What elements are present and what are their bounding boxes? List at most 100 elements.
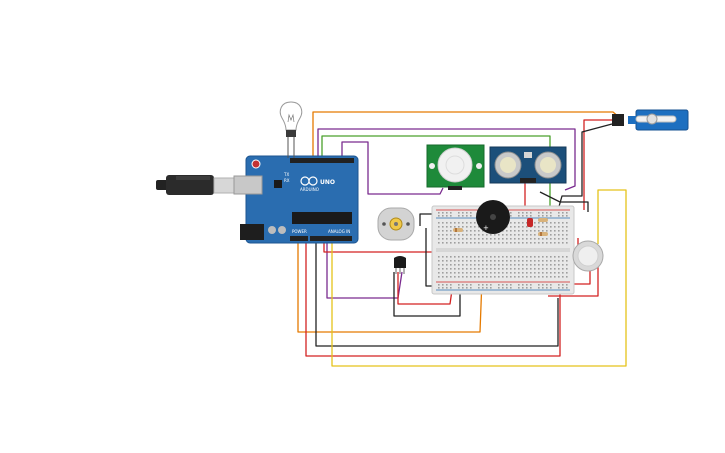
breadboard-hole[interactable] xyxy=(446,264,448,266)
breadboard-hole[interactable] xyxy=(538,272,540,274)
breadboard-hole[interactable] xyxy=(442,242,444,244)
breadboard-hole[interactable] xyxy=(474,276,476,278)
breadboard-hole[interactable] xyxy=(542,256,544,258)
breadboard-hole[interactable] xyxy=(538,260,540,262)
breadboard-hole[interactable] xyxy=(522,238,524,240)
breadboard-hole[interactable] xyxy=(506,234,508,236)
breadboard-hole[interactable] xyxy=(566,260,568,262)
breadboard-rail-hole[interactable] xyxy=(522,284,524,286)
breadboard-hole[interactable] xyxy=(450,226,452,228)
breadboard-hole[interactable] xyxy=(458,272,460,274)
breadboard-hole[interactable] xyxy=(542,272,544,274)
breadboard-hole[interactable] xyxy=(446,222,448,224)
breadboard-rail-hole[interactable] xyxy=(466,215,468,217)
breadboard-rail-hole[interactable] xyxy=(538,284,540,286)
breadboard-hole[interactable] xyxy=(526,268,528,270)
breadboard-hole[interactable] xyxy=(458,222,460,224)
resistor-3[interactable] xyxy=(538,218,548,222)
wire-black-servo[interactable] xyxy=(557,123,613,211)
breadboard-rail-hole[interactable] xyxy=(462,212,464,214)
breadboard-hole[interactable] xyxy=(462,238,464,240)
breadboard-hole[interactable] xyxy=(506,230,508,232)
breadboard-hole[interactable] xyxy=(550,268,552,270)
breadboard-hole[interactable] xyxy=(514,260,516,262)
breadboard-hole[interactable] xyxy=(566,256,568,258)
breadboard-hole[interactable] xyxy=(538,230,540,232)
breadboard-hole[interactable] xyxy=(470,222,472,224)
breadboard-hole[interactable] xyxy=(534,222,536,224)
breadboard-hole[interactable] xyxy=(510,260,512,262)
breadboard-hole[interactable] xyxy=(510,238,512,240)
breadboard-hole[interactable] xyxy=(498,234,500,236)
breadboard-hole[interactable] xyxy=(534,234,536,236)
breadboard-rail-hole[interactable] xyxy=(450,215,452,217)
breadboard-hole[interactable] xyxy=(474,230,476,232)
breadboard-hole[interactable] xyxy=(490,242,492,244)
breadboard-hole[interactable] xyxy=(486,276,488,278)
breadboard-hole[interactable] xyxy=(522,264,524,266)
breadboard-hole[interactable] xyxy=(442,226,444,228)
breadboard-hole[interactable] xyxy=(558,268,560,270)
breadboard-hole[interactable] xyxy=(510,234,512,236)
breadboard-hole[interactable] xyxy=(562,256,564,258)
breadboard-hole[interactable] xyxy=(474,272,476,274)
breadboard-hole[interactable] xyxy=(474,268,476,270)
breadboard-hole[interactable] xyxy=(478,226,480,228)
breadboard-rail-hole[interactable] xyxy=(546,284,548,286)
breadboard-hole[interactable] xyxy=(558,276,560,278)
breadboard-rail-hole[interactable] xyxy=(538,287,540,289)
breadboard-rail-hole[interactable] xyxy=(486,284,488,286)
breadboard-hole[interactable] xyxy=(562,276,564,278)
breadboard-hole[interactable] xyxy=(534,272,536,274)
breadboard-hole[interactable] xyxy=(530,272,532,274)
wire-red-main[interactable] xyxy=(305,242,561,357)
breadboard-rail-hole[interactable] xyxy=(470,284,472,286)
breadboard-hole[interactable] xyxy=(558,226,560,228)
breadboard-hole[interactable] xyxy=(534,264,536,266)
reset-button[interactable] xyxy=(251,159,261,169)
breadboard-hole[interactable] xyxy=(498,238,500,240)
breadboard-hole[interactable] xyxy=(446,256,448,258)
breadboard-hole[interactable] xyxy=(486,256,488,258)
breadboard-rail-hole[interactable] xyxy=(510,284,512,286)
breadboard-hole[interactable] xyxy=(514,230,516,232)
breadboard-hole[interactable] xyxy=(486,238,488,240)
breadboard-hole[interactable] xyxy=(490,276,492,278)
breadboard-rail-hole[interactable] xyxy=(550,284,552,286)
breadboard-hole[interactable] xyxy=(566,226,568,228)
breadboard-rail-hole[interactable] xyxy=(458,215,460,217)
breadboard-hole[interactable] xyxy=(446,260,448,262)
led-red[interactable] xyxy=(527,218,533,227)
breadboard-hole[interactable] xyxy=(566,230,568,232)
wire-black-bb[interactable] xyxy=(425,228,432,287)
breadboard-rail-hole[interactable] xyxy=(462,287,464,289)
breadboard-hole[interactable] xyxy=(502,242,504,244)
breadboard-rail-hole[interactable] xyxy=(498,287,500,289)
breadboard-hole[interactable] xyxy=(478,230,480,232)
breadboard-hole[interactable] xyxy=(462,222,464,224)
breadboard-hole[interactable] xyxy=(526,276,528,278)
breadboard-hole[interactable] xyxy=(442,234,444,236)
breadboard-hole[interactable] xyxy=(490,260,492,262)
breadboard-rail-hole[interactable] xyxy=(546,215,548,217)
breadboard-hole[interactable] xyxy=(566,238,568,240)
breadboard-hole[interactable] xyxy=(438,238,440,240)
breadboard-hole[interactable] xyxy=(534,276,536,278)
breadboard-hole[interactable] xyxy=(438,272,440,274)
breadboard-hole[interactable] xyxy=(470,242,472,244)
breadboard-hole[interactable] xyxy=(502,238,504,240)
breadboard-hole[interactable] xyxy=(478,260,480,262)
breadboard-hole[interactable] xyxy=(518,268,520,270)
breadboard-hole[interactable] xyxy=(518,260,520,262)
breadboard-hole[interactable] xyxy=(542,238,544,240)
breadboard-hole[interactable] xyxy=(470,260,472,262)
light-bulb-icon[interactable] xyxy=(279,101,303,158)
breadboard-rail-hole[interactable] xyxy=(510,212,512,214)
dc-motor-icon[interactable] xyxy=(377,207,415,241)
breadboard-hole[interactable] xyxy=(478,276,480,278)
breadboard-hole[interactable] xyxy=(510,230,512,232)
breadboard-hole[interactable] xyxy=(530,260,532,262)
wire-purple-bottom[interactable] xyxy=(326,242,403,299)
breadboard-hole[interactable] xyxy=(506,268,508,270)
piezo-buzzer-icon[interactable]: + xyxy=(476,200,510,234)
